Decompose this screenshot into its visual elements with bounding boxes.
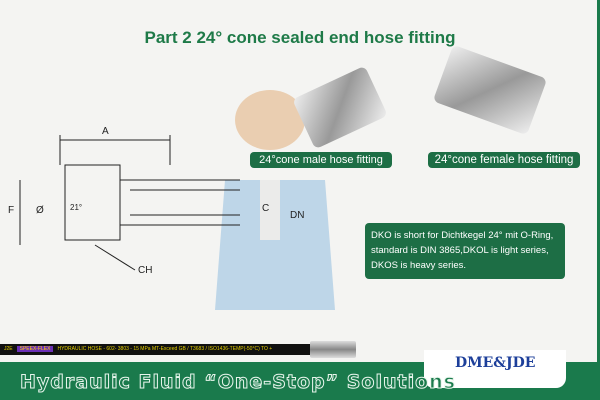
slogan: Hydraulic Fluid “One-Stop” Solutions [20,371,456,394]
female-fitting-label: 24°cone female hose fitting [428,152,580,168]
info-box: DKO is short for Dichtkegel 24° mit O-Ri… [365,223,565,279]
brand-logo: DME&JDE [455,355,536,371]
hose-ferrule [310,341,356,358]
mascot-illustration [215,90,335,310]
hose-brand: SPEEX-FLEX [16,346,54,352]
fitting-drawing [19,135,240,271]
hose-print: HYDRAULIC HOSE - 602- 3803 - 15 MPa MT-E… [57,346,273,352]
info-line: DKO is short for Dichtkegel 24° mit O-Ri… [371,230,554,241]
dim-diameter: Ø [36,205,44,216]
page-title: Part 2 24° cone sealed end hose fitting [144,28,456,47]
dim-ch: CH [138,265,153,276]
hose-prefix: J2E [4,346,13,352]
male-fitting-label: 24°cone male hose fitting [250,152,392,168]
dim-dn: DN [290,210,305,221]
info-line: standard is DIN 3865,DKOL is light serie… [371,245,549,256]
dim-a: A [102,126,109,137]
dim-f: F [8,205,15,216]
dim-c: C [262,203,270,214]
dim-angle: 21° [70,203,83,212]
logo-box [424,350,566,388]
info-line: DKOS is heavy series. [371,260,467,271]
